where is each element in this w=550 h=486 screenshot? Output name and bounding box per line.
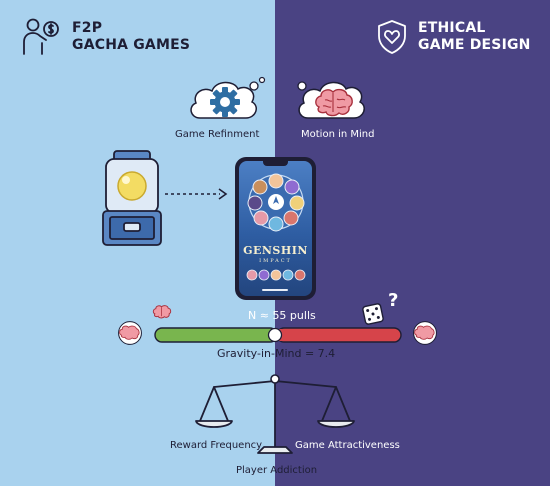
player-money-icon xyxy=(23,18,59,55)
gacha-machine-icon xyxy=(102,150,162,246)
gear-icon xyxy=(210,87,240,117)
dotted-arrow xyxy=(165,188,228,200)
game-logo-title: GENSHIN xyxy=(243,244,308,257)
meter-marker xyxy=(267,327,283,343)
phone-notch xyxy=(263,161,288,166)
meter-red-segment xyxy=(276,327,402,343)
right-panel-background xyxy=(275,0,550,486)
phone-home-bar xyxy=(262,289,288,291)
dice-icon xyxy=(362,303,384,325)
right-title-line2: GAME DESIGN xyxy=(418,37,531,53)
meter-green-segment xyxy=(154,327,278,343)
reward-frequency-label: Reward Frequency xyxy=(170,440,263,451)
motion-in-mind-label: Motion in Mind xyxy=(301,129,375,140)
gravity-meter-bar xyxy=(154,327,402,343)
game-refinement-label: Game Refinment xyxy=(175,129,260,140)
brain-icon-right xyxy=(413,321,437,345)
game-attractiveness-label: Game Attractiveness xyxy=(295,440,400,451)
player-addiction-label: Player Addiction xyxy=(236,465,318,476)
game-logo-subtitle: IMPACT xyxy=(259,258,292,264)
pulls-label: N ≈ 55 pulls xyxy=(248,309,316,322)
brain-icon-left xyxy=(118,321,142,345)
left-title-line1: F2P xyxy=(72,20,103,36)
right-title-line1: ETHICAL xyxy=(418,20,486,36)
question-mark: ? xyxy=(388,290,399,311)
character-wheel xyxy=(247,173,305,232)
left-title-line2: GACHA GAMES xyxy=(72,37,191,53)
gravity-label: Gravity-in-Mind = 7.4 xyxy=(217,347,336,360)
brain-icon xyxy=(315,88,353,117)
brain-icon-small xyxy=(152,305,172,319)
team-portraits xyxy=(246,269,306,281)
shield-heart-icon xyxy=(378,20,406,54)
balance-scale-icon xyxy=(195,374,355,454)
